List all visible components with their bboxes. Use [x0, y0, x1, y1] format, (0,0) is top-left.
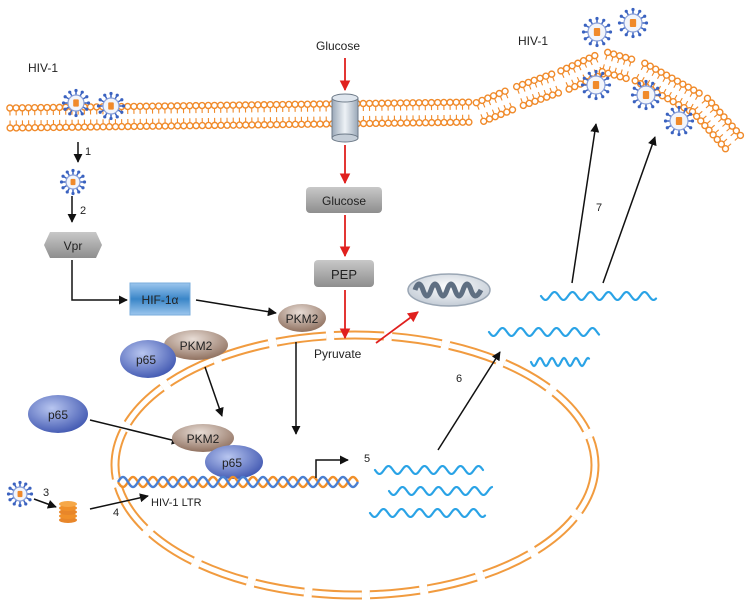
- mitochondrion-icon: [407, 273, 491, 307]
- vpr-label: Vpr: [64, 239, 83, 253]
- hiv-label-left: HIV-1: [28, 61, 58, 75]
- pep-box: PEP: [314, 260, 374, 287]
- glucose-box-label: Glucose: [322, 194, 366, 208]
- p65-free-label: p65: [48, 408, 68, 422]
- pyruvate-label: Pyruvate: [314, 347, 362, 361]
- virus-particles: [6, 7, 695, 508]
- pkm2-p65-nuclear-complex: PKM2 p65: [172, 424, 263, 479]
- p65-complex-label: p65: [136, 353, 156, 367]
- rna-strand-icon: [368, 290, 658, 519]
- virus-icon: [617, 7, 649, 39]
- pkm2-cytoplasm-label: PKM2: [286, 312, 319, 326]
- p65-free: p65: [28, 395, 88, 433]
- virus-icon: [630, 79, 662, 111]
- glucose-transporter-icon: [331, 93, 359, 143]
- step-3: 3: [43, 487, 49, 499]
- step-4: 4: [113, 507, 119, 519]
- step-7: 7: [596, 202, 602, 214]
- hiv-ltr-dna-icon: [116, 475, 360, 489]
- virus-icon: [59, 168, 87, 196]
- pkm2-complex-label: PKM2: [180, 339, 213, 353]
- virus-icon: [96, 91, 126, 121]
- p65-nuclear-label: p65: [222, 456, 242, 470]
- pkm2-cytoplasm: PKM2: [278, 304, 326, 332]
- nucleus-envelope-icon: [110, 330, 600, 600]
- step-1: 1: [85, 146, 91, 158]
- hif-box: HIF-1α: [129, 282, 191, 316]
- pkm2-p65-complex: PKM2 p65: [120, 330, 228, 378]
- virus-icon: [580, 69, 612, 101]
- virus-icon: [581, 16, 613, 48]
- hif-label: HIF-1α: [142, 293, 179, 307]
- vpr-box: Vpr: [44, 232, 102, 258]
- step-5: 5: [364, 453, 370, 465]
- pep-label: PEP: [331, 267, 357, 282]
- glucose-box: Glucose: [306, 187, 382, 213]
- ltr-label: HIV-1 LTR: [151, 497, 202, 509]
- virus-icon: [663, 105, 695, 137]
- glucose-extracellular-label: Glucose: [316, 39, 360, 53]
- step-2: 2: [80, 205, 86, 217]
- virus-icon: [6, 480, 34, 508]
- hiv-label-right: HIV-1: [518, 34, 548, 48]
- pkm2-nuclear-label: PKM2: [187, 432, 220, 446]
- virus-icon: [61, 88, 91, 118]
- step-6: 6: [456, 373, 462, 385]
- integrated-dna-icon: [59, 501, 77, 523]
